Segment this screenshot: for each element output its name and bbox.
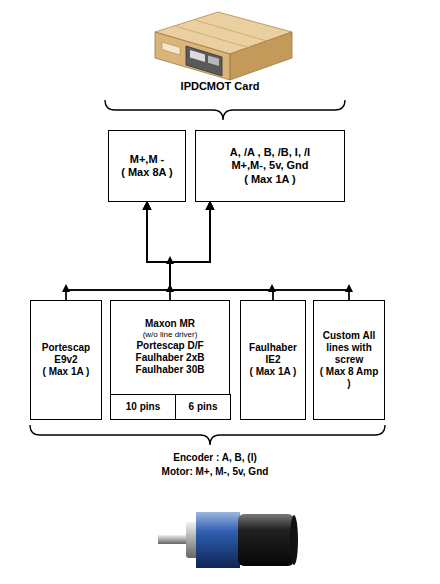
box-text: M+,M -: [130, 153, 165, 166]
signal-connector: [147, 202, 170, 300]
motor-endcap: [290, 515, 298, 565]
signal-connector: [147, 202, 273, 300]
signal-list: Motor: M+, M-, 5v, Gnd: [80, 466, 350, 477]
card-rib: [175, 26, 250, 48]
box-text: Maxon MR: [145, 318, 195, 330]
box-text: (w/o line driver): [143, 330, 198, 340]
box-text: ( Max 1A ): [43, 366, 90, 378]
box-text: ( Max 1A ): [250, 366, 297, 378]
encoder-type-box: Custom All lines with screw( Max 8 Amp ): [313, 300, 385, 420]
encoder-type-box: Faulhaber IE2( Max 1A ): [240, 300, 306, 420]
card-name: IPDCMOT Card: [140, 80, 300, 92]
curly-brace: [30, 425, 385, 445]
box-text: 6 pins: [189, 401, 218, 413]
signal-connector: [170, 202, 210, 300]
arrowhead: [345, 284, 353, 292]
card-label-plate: [162, 42, 180, 55]
arrowhead: [62, 284, 70, 292]
pin-count-cell: 10 pins: [110, 394, 176, 420]
motor-illustration: [158, 512, 298, 568]
pin-count-cell: 6 pins: [175, 394, 231, 420]
card-connector-port: [208, 56, 219, 67]
card-connector-port: [190, 50, 205, 62]
signal-connector: [66, 202, 210, 300]
signal-list: Encoder : A, B, (I): [80, 452, 350, 463]
box-text: Faulhaber IE2: [247, 342, 299, 366]
card-rib: [195, 20, 270, 42]
signal-connector: [66, 202, 170, 300]
box-text: ( Max 8A ): [121, 166, 173, 179]
card-connector-panel: [186, 46, 222, 76]
curly-brace: [105, 100, 345, 120]
motor-body: [238, 514, 294, 566]
signal-connector: [170, 202, 273, 300]
encoder-type-box: Maxon MR(w/o line driver)Portescap D/F F…: [110, 300, 230, 420]
motor-shaft: [158, 535, 188, 544]
arrowhead: [166, 284, 174, 292]
signal-connector: [170, 202, 349, 300]
box-text: Portescap E9v2: [39, 342, 93, 366]
encoder-type-box: Portescap E9v2( Max 1A ): [30, 300, 102, 420]
motor-gearhead: [196, 512, 240, 568]
box-text: Custom All lines with screw: [319, 330, 379, 366]
box-text: A, /A , B, /B, I, /I M+,M-, 5v, Gnd: [214, 146, 326, 172]
arrowhead: [268, 284, 276, 292]
output-port-box: A, /A , B, /B, I, /I M+,M-, 5v, Gnd( Max…: [195, 130, 345, 202]
card-illustration: [155, 12, 292, 80]
signal-connector: [147, 202, 349, 300]
box-text: ( Max 8 Amp ): [319, 366, 379, 390]
box-text: 10 pins: [126, 401, 160, 413]
bus-arrowheads: [62, 256, 353, 292]
box-text: Portescap D/F Faulhaber 2xB Faulhaber 30…: [126, 340, 214, 376]
output-port-box: M+,M -( Max 8A ): [108, 130, 186, 202]
box-text: ( Max 1A ): [244, 173, 296, 186]
arrowhead: [166, 256, 174, 264]
